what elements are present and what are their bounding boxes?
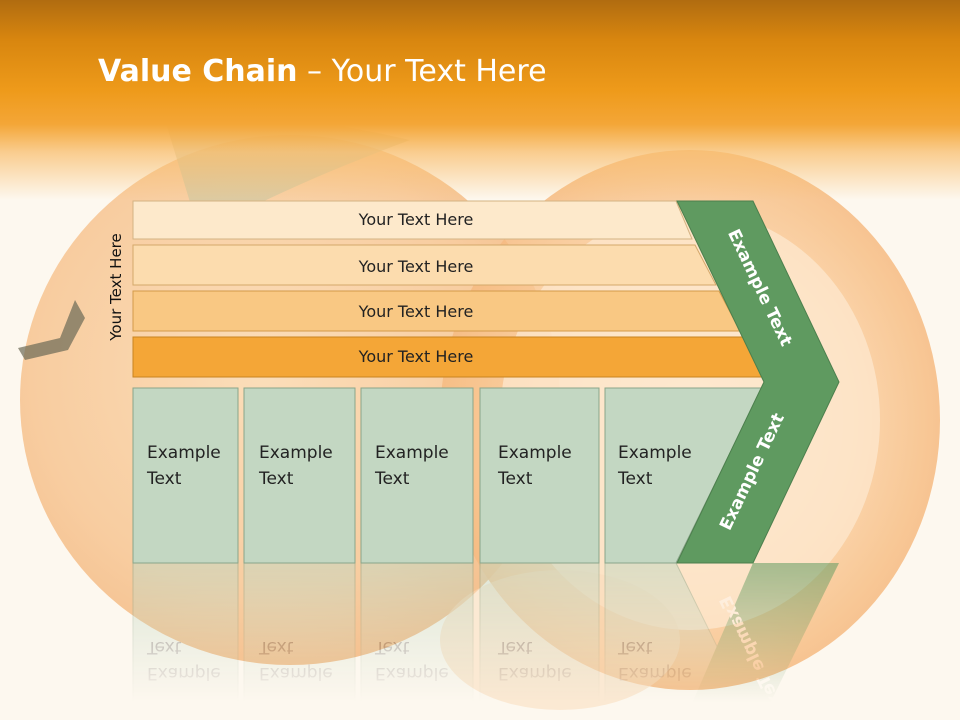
card-line1: Example [259,443,333,463]
support-bar-label: Your Text Here [358,347,474,366]
card-line1: Example [147,443,221,463]
support-bar-shape-1 [132,200,693,240]
primary-card: Example Text [360,387,474,564]
support-bar-shape-2 [132,244,717,286]
title-rest: – Your Text Here [297,54,547,89]
reflection-text: Example [259,663,333,683]
header-band [0,0,960,200]
support-bar-label: Your Text Here [358,210,474,229]
reflection-text: Example [147,663,221,683]
reflection-text: Example [375,663,449,683]
primary-card-box-2 [243,387,356,564]
primary-card-box-4 [479,387,600,564]
support-bar: Your Text Here [132,290,741,332]
card-line2: Text [258,469,294,489]
primary-card-box-3 [360,387,474,564]
reflection-text: Example [618,663,692,683]
card-line1: Example [498,443,572,463]
reflection-text: Text [146,637,182,657]
title-bold: Value Chain [98,54,298,89]
reflection-text: Text [258,637,294,657]
support-bars: Your Text Here Your Text Here Your Text … [132,200,765,378]
reflection-text: Text [497,637,533,657]
support-bar: Your Text Here [132,200,693,240]
reflection-text: Text [374,637,410,657]
reflection-text: Example [498,663,572,683]
primary-card-box-1 [132,387,239,564]
support-bar-label: Your Text Here [358,257,474,276]
support-bar-label: Your Text Here [358,302,474,321]
reflection-text: Text [617,637,653,657]
support-bar: Your Text Here [132,244,717,286]
slide-title: Value Chain – Your Text Here [98,54,547,89]
card-line1: Example [375,443,449,463]
card-line2: Text [497,469,533,489]
primary-card: Example Text [479,387,600,564]
card-line2: Text [146,469,182,489]
primary-card: Example Text [132,387,239,564]
support-bar: Your Text Here [132,336,765,378]
card-line2: Text [374,469,410,489]
primary-card: Example Text [243,387,356,564]
card-line2: Text [617,469,653,489]
primary-cards: Example Text Example Text Example Text E… [132,387,763,564]
card-line1: Example [618,443,692,463]
diagram-reflection: Example Text Example Text Example Text E… [132,562,839,720]
